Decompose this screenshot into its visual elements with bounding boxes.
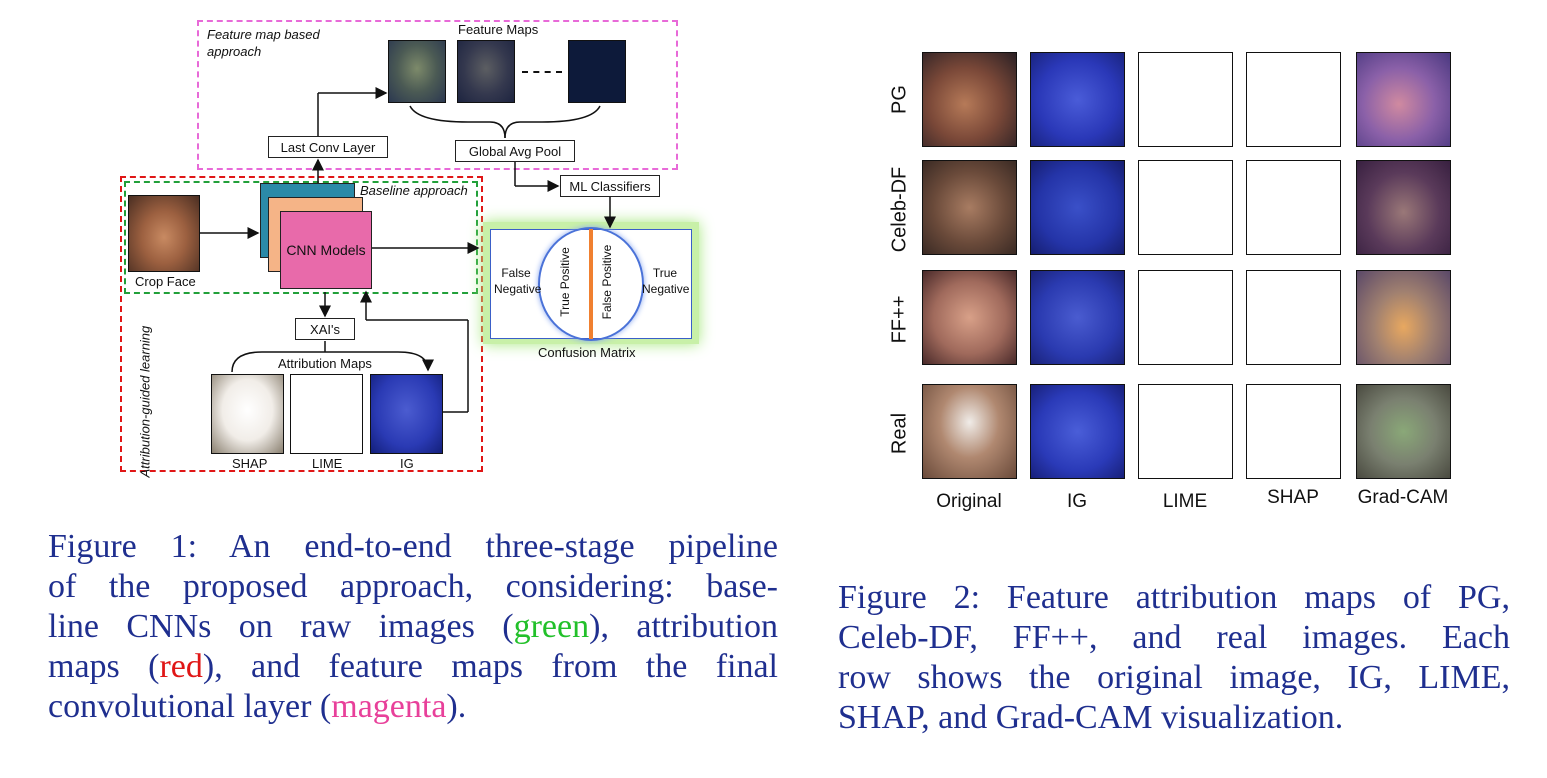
- last-conv-layer-box: Last Conv Layer: [268, 136, 388, 158]
- ffpp-ig: [1030, 270, 1125, 365]
- real-lime: [1138, 384, 1233, 479]
- ig-label: IG: [400, 456, 414, 471]
- col-label-ig: IG: [1066, 491, 1088, 512]
- celeb-df-original: [922, 160, 1017, 255]
- baseline-approach-label: Baseline approach: [360, 183, 468, 198]
- global-avg-pool-box: Global Avg Pool: [455, 140, 575, 162]
- crop-face-image: [128, 195, 200, 272]
- row-label-ffpp: FF++: [888, 295, 911, 344]
- ffpp-shap: [1246, 270, 1341, 365]
- pg-lime: [1138, 52, 1233, 147]
- caption1-line4: maps (red), and feature maps from the fi…: [48, 647, 778, 687]
- cnn-models-box: CNN Models: [280, 211, 372, 289]
- feature-map-ellipsis: [522, 71, 562, 73]
- lime-thumbnail: [290, 374, 363, 454]
- celeb-df-lime: [1138, 160, 1233, 255]
- caption2-line4: SHAP, and Grad-CAM visualization.: [838, 699, 1344, 736]
- feature-map-n: [568, 40, 626, 103]
- celeb-df-grad-cam: [1356, 160, 1451, 255]
- diagram-connectors: [200, 87, 616, 413]
- xai-box: XAI's: [295, 318, 355, 340]
- caption1-line2: of the proposed approach, considering: b…: [48, 568, 778, 605]
- caption1-line5a: convolutional layer (: [48, 688, 332, 725]
- caption1-line3a: line CNNs on raw images (: [48, 608, 514, 645]
- row-label-celeb-df: Celeb-DF: [888, 166, 911, 253]
- real-ig: [1030, 384, 1125, 479]
- caption1-line4b: ), and feature maps from the final: [202, 648, 778, 685]
- col-label-lime: LIME: [1162, 491, 1208, 512]
- feature-maps-label: Feature Maps: [458, 22, 539, 37]
- caption1-green: green: [513, 608, 590, 645]
- figure-1-caption: Figure 1: An end-to-end three-stage pipe…: [48, 527, 778, 727]
- caption2-line1: Figure 2: Feature attribution maps of PG…: [838, 579, 1510, 616]
- feature-map-1: [388, 40, 446, 103]
- real-shap: [1246, 384, 1341, 479]
- caption1-magenta: magenta: [331, 688, 447, 725]
- caption1-red: red: [159, 648, 203, 685]
- shap-label: SHAP: [232, 456, 268, 471]
- caption1-line5b: ).: [446, 688, 467, 725]
- feature-map-2: [457, 40, 515, 103]
- caption1-line3b: ), attribution: [589, 608, 778, 645]
- pg-shap: [1246, 52, 1341, 147]
- confusion-matrix-divider: [589, 229, 593, 339]
- ml-classifiers-box: ML Classifiers: [560, 175, 660, 197]
- caption1-line1: Figure 1: An end-to-end three-stage pipe…: [48, 528, 778, 565]
- caption1-line3: line CNNs on raw images (green), attribu…: [48, 607, 778, 647]
- real-grad-cam: [1356, 384, 1451, 479]
- ffpp-grad-cam: [1356, 270, 1451, 365]
- celeb-df-shap: [1246, 160, 1341, 255]
- col-label-shap: SHAP: [1267, 487, 1319, 508]
- confusion-matrix-circle: [538, 227, 644, 341]
- true-negative-label: True Negative: [642, 266, 690, 296]
- real-original: [922, 384, 1017, 479]
- caption2-line3: row shows the original image, IG, LIME,: [838, 659, 1510, 696]
- row-label-real: Real: [888, 412, 911, 455]
- pg-original: [922, 52, 1017, 147]
- false-negative-label: False Negative: [494, 266, 542, 296]
- ffpp-lime: [1138, 270, 1233, 365]
- caption2-line2: Celeb-DF, FF++, and real images. Each: [838, 619, 1510, 656]
- pg-grad-cam: [1356, 52, 1451, 147]
- row-label-pg: PG: [888, 85, 911, 114]
- attribution-region: [120, 176, 483, 472]
- confusion-matrix-label: Confusion Matrix: [538, 345, 636, 360]
- celeb-df-ig: [1030, 160, 1125, 255]
- baseline-region: [124, 181, 478, 294]
- caption1-line5: convolutional layer (magenta).: [48, 687, 778, 727]
- figure-2-caption: Figure 2: Feature attribution maps of PG…: [838, 578, 1510, 738]
- pg-ig: [1030, 52, 1125, 147]
- caption1-line4a: maps (: [48, 648, 160, 685]
- ffpp-original: [922, 270, 1017, 365]
- col-label-grad-cam: Grad-CAM: [1357, 487, 1449, 508]
- col-label-original: Original: [936, 491, 1002, 512]
- shap-thumbnail: [211, 374, 284, 454]
- feature-map-region: [197, 20, 678, 170]
- feature-map-approach-label: Feature map based approach: [207, 27, 320, 59]
- ig-thumbnail: [370, 374, 443, 454]
- attribution-maps-label: Attribution Maps: [278, 356, 372, 371]
- crop-face-label: Crop Face: [135, 274, 196, 289]
- lime-label: LIME: [312, 456, 343, 471]
